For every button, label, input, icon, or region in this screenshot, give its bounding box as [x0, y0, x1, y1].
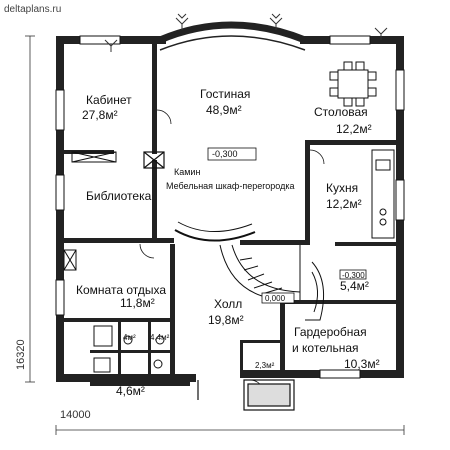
- site-label: deltaplans.ru: [4, 4, 61, 15]
- bathroom-fixtures: [93, 325, 165, 373]
- level-holl: 0,000: [265, 294, 286, 303]
- width-dimension-label: 14000: [60, 409, 91, 421]
- level-markers: [207, 147, 367, 304]
- dining-table: [329, 61, 377, 107]
- cross-marks: [63, 151, 117, 271]
- room-small-5-4-area: 5,4м²: [340, 279, 369, 293]
- kitchen-counter: [371, 149, 395, 239]
- room-biblioteka-name: Библиотека: [86, 189, 152, 203]
- room-holl-area: 19,8м²: [208, 313, 244, 327]
- room-kukhnya-name: Кухня: [326, 181, 358, 195]
- room-garderobnaya-name: Гардеробная: [294, 325, 367, 339]
- fireplace-symbol: [143, 151, 165, 169]
- room-kukhnya-area: 12,2м²: [326, 197, 362, 211]
- room-stolovaya-name: Столовая: [314, 105, 368, 119]
- room-kabinet-name: Кабинет: [86, 93, 132, 107]
- room-small-4-6-area: 4,6м²: [116, 384, 145, 398]
- room-holl-name: Холл: [214, 297, 242, 311]
- shkaf-label: Мебельная шкаф-перегородка: [166, 181, 295, 191]
- room-small-4-4-area: 4,4м²: [150, 333, 170, 342]
- plant-icons: [104, 13, 388, 52]
- windows: [55, 35, 405, 379]
- room-kabinet-area: 27,8м²: [82, 108, 118, 122]
- level-right: -0,300: [342, 271, 365, 280]
- room-komnata-otdykha-area: 11,8м²: [120, 296, 155, 310]
- room-small-4m-area: 4м²: [123, 333, 136, 342]
- room-stolovaya-area: 12,2м²: [336, 122, 372, 136]
- entrance-porch: [197, 379, 295, 411]
- room-gostinaya-name: Гостиная: [200, 87, 250, 101]
- room-garderobnaya-area: 10,3м²: [344, 357, 380, 371]
- kamin-label: Камин: [174, 167, 200, 177]
- room-small-2-3-area: 2,3м²: [255, 361, 275, 370]
- room-garderobnaya-name2: и котельная: [292, 341, 359, 355]
- level-main: -0,300: [212, 149, 238, 159]
- room-gostinaya-area: 48,9м²: [206, 103, 242, 117]
- staircase: [174, 221, 325, 321]
- height-dimension-label: 16320: [15, 339, 27, 370]
- dimension-lines: [25, 35, 405, 435]
- room-komnata-otdykha-name: Комната отдыха: [76, 283, 166, 297]
